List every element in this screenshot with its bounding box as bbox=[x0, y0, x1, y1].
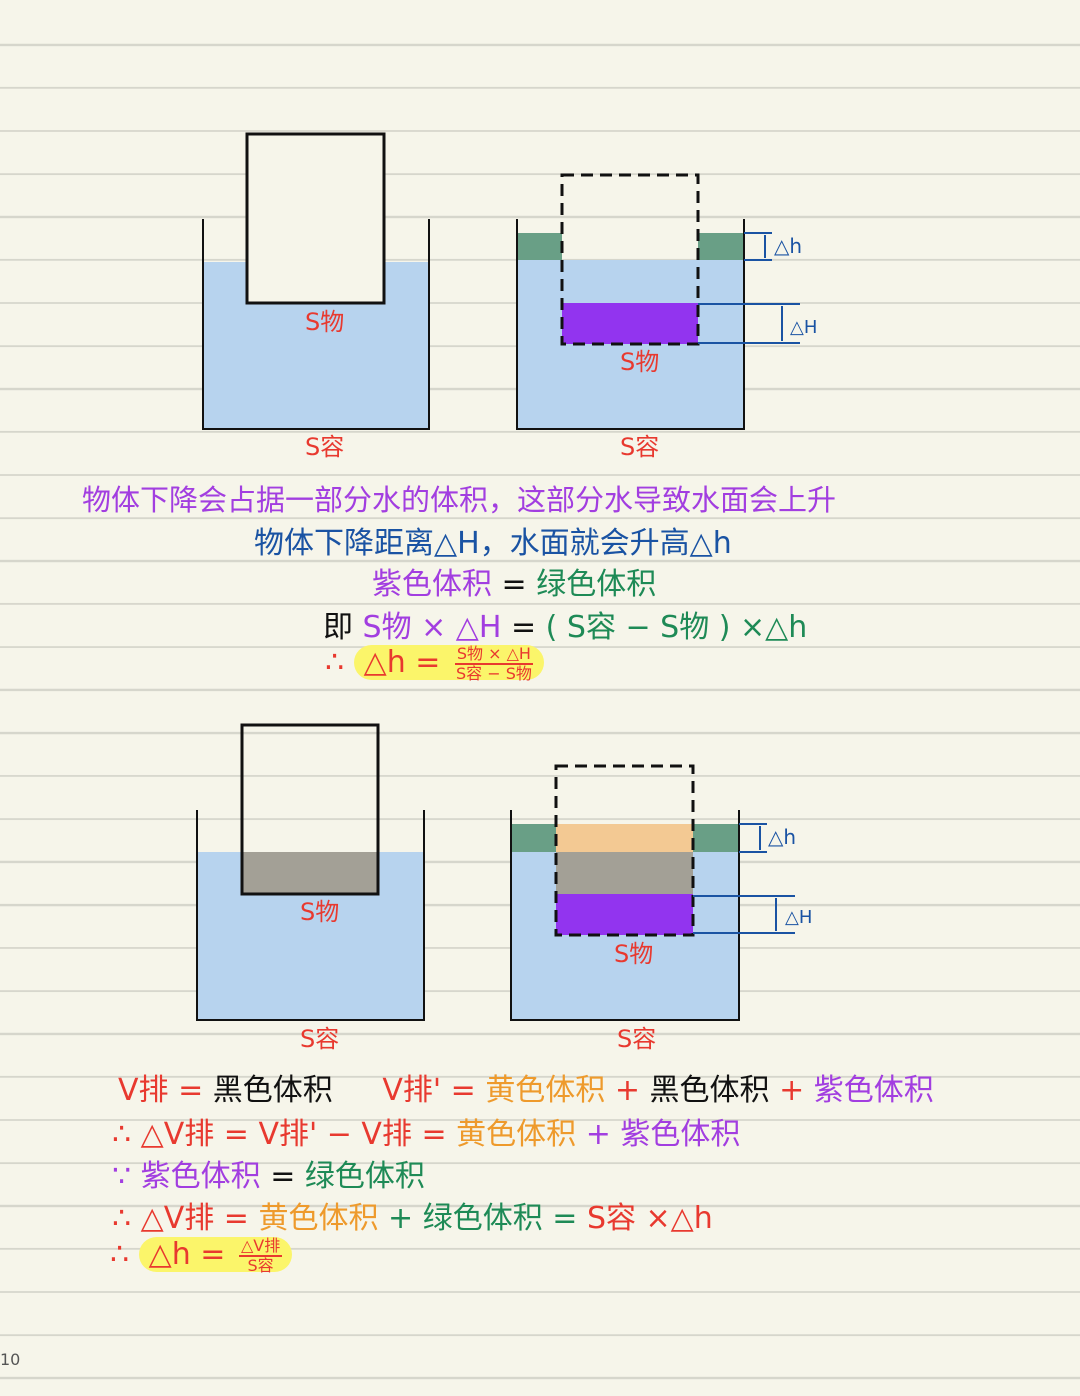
diagram-2-container: △h △H S物 S容 bbox=[516, 173, 817, 461]
purple-volume-text: 紫色体积 bbox=[813, 1073, 934, 1108]
fraction: △V排 S容 bbox=[238, 1235, 283, 1275]
highlighted-formula: △h = S物 × △H S容 − S物 bbox=[353, 643, 544, 683]
purple-volume-text: 紫色体积 bbox=[620, 1117, 741, 1152]
black-volume-text-2: 黑色体积 bbox=[649, 1073, 770, 1108]
black-volume-text: 黑色体积 bbox=[212, 1073, 333, 1108]
container-walls bbox=[510, 810, 740, 1021]
green-layer-right bbox=[698, 233, 744, 260]
container-walls bbox=[516, 219, 745, 430]
object-block-dashed bbox=[560, 173, 700, 346]
purple-volume-text: 紫色体积 bbox=[140, 1159, 261, 1194]
v-displaced-line: V排 = 黑色体积 V排' = 黄色体积 + 黑色体积 + 紫色体积 bbox=[118, 1072, 934, 1110]
diagram-4-container: △h △H S物 S容 bbox=[510, 764, 812, 1053]
yellow-volume-text: 黄色体积 bbox=[456, 1117, 577, 1152]
green-volume-text: 绿色体积 bbox=[422, 1201, 543, 1236]
plus: + bbox=[585, 1117, 611, 1152]
delta-v-line: ∴ △V排 = V排' − V排 = 黄色体积 + 紫色体积 bbox=[112, 1116, 740, 1154]
green-layer-left bbox=[511, 824, 556, 852]
equation-volumes: 即 S物 × △H = ( S容 − S物 ) ×△h bbox=[323, 609, 807, 647]
result-formula-1: ∴ △h = S物 × △H S容 − S物 bbox=[325, 644, 544, 683]
yellow-volume-text: 黄色体积 bbox=[485, 1073, 606, 1108]
rhs-expression: S容 ×△h bbox=[586, 1201, 713, 1236]
green-volume-text: 绿色体积 bbox=[536, 567, 657, 602]
lhs-expression: S物 × △H bbox=[362, 610, 502, 645]
therefore-symbol: ∴ bbox=[112, 1201, 132, 1236]
object-block-dashed bbox=[554, 764, 695, 937]
label-s-wu: S物 bbox=[614, 940, 653, 968]
therefore-symbol: ∴ bbox=[325, 645, 345, 680]
container-walls bbox=[196, 810, 425, 1021]
green-volume-text: 绿色体积 bbox=[304, 1159, 425, 1194]
purple-volume-text: 紫色体积 bbox=[372, 567, 492, 602]
label-delta-H: △H bbox=[785, 907, 812, 928]
formula-lhs: △h = bbox=[363, 645, 441, 680]
highlighted-formula: △h = △V排 S容 bbox=[138, 1235, 293, 1275]
equals: = bbox=[510, 610, 537, 645]
diagram-3-container: S物 S容 bbox=[196, 723, 425, 1053]
explanation-line-1: 物体下降会占据一部分水的体积，这部分水导致水面会上升 bbox=[82, 483, 837, 517]
result-formula-2: ∴ △h = △V排 S容 bbox=[110, 1235, 293, 1275]
purple-volume bbox=[562, 303, 698, 344]
v-pai-prime: V排' = bbox=[382, 1073, 476, 1108]
label-s-rong: S容 bbox=[305, 433, 344, 461]
container-walls bbox=[202, 219, 430, 430]
plus: + bbox=[614, 1073, 640, 1108]
label-s-wu: S物 bbox=[305, 308, 344, 336]
page-number: 10 bbox=[0, 1350, 21, 1369]
label-s-rong: S容 bbox=[617, 1025, 656, 1053]
label-delta-h: △h bbox=[774, 234, 802, 258]
plus-2: + bbox=[779, 1073, 805, 1108]
denominator: S容 bbox=[247, 1255, 274, 1275]
yellow-volume bbox=[556, 824, 693, 852]
denominator: S容 − S物 bbox=[455, 663, 532, 683]
plus: + bbox=[388, 1201, 414, 1236]
delta-v-expression: △V排 = V排' − V排 = bbox=[140, 1117, 447, 1152]
formula-lhs: △h = bbox=[148, 1237, 226, 1272]
equals: = bbox=[178, 1073, 204, 1108]
because-symbol: ∵ bbox=[112, 1159, 132, 1194]
v-pai: V排 bbox=[118, 1073, 169, 1108]
therefore-symbol: ∴ bbox=[112, 1117, 132, 1152]
green-layer-left bbox=[517, 233, 562, 260]
label-s-wu: S物 bbox=[300, 898, 339, 926]
object-block bbox=[240, 723, 380, 896]
therefore-symbol: ∴ bbox=[110, 1237, 130, 1272]
black-volume bbox=[242, 852, 378, 894]
label-s-wu: S物 bbox=[620, 348, 659, 376]
numerator: S物 × △H bbox=[454, 643, 533, 665]
label-delta-H: △H bbox=[790, 317, 817, 338]
prefix-ji: 即 bbox=[323, 610, 353, 645]
numerator: △V排 bbox=[238, 1235, 283, 1257]
green-layer-right bbox=[693, 824, 739, 852]
label-delta-h: △h bbox=[768, 825, 796, 849]
delta-v-expression: △V排 = bbox=[140, 1201, 249, 1236]
rhs-expression: ( S容 − S物 ) ×△h bbox=[545, 610, 808, 645]
black-volume bbox=[556, 852, 693, 894]
explanation-line-2: 物体下降距离△H，水面就会升高△h bbox=[254, 526, 732, 561]
object-block bbox=[245, 132, 386, 305]
delta-v-sum-line: ∴ △V排 = 黄色体积 + 绿色体积 = S容 ×△h bbox=[112, 1200, 713, 1238]
label-s-rong: S容 bbox=[620, 433, 659, 461]
fraction: S物 × △H S容 − S物 bbox=[454, 643, 534, 683]
equals: = bbox=[552, 1201, 578, 1236]
yellow-volume-text: 黄色体积 bbox=[258, 1201, 379, 1236]
equals: = bbox=[270, 1159, 296, 1194]
label-s-rong: S容 bbox=[300, 1025, 339, 1053]
equation-purple-green: 紫色体积 = 绿色体积 bbox=[372, 566, 656, 604]
because-line: ∵ 紫色体积 = 绿色体积 bbox=[112, 1158, 425, 1196]
equals: = bbox=[501, 567, 527, 602]
purple-volume bbox=[556, 894, 693, 935]
diagram-1-container: S物 S容 bbox=[202, 132, 430, 461]
